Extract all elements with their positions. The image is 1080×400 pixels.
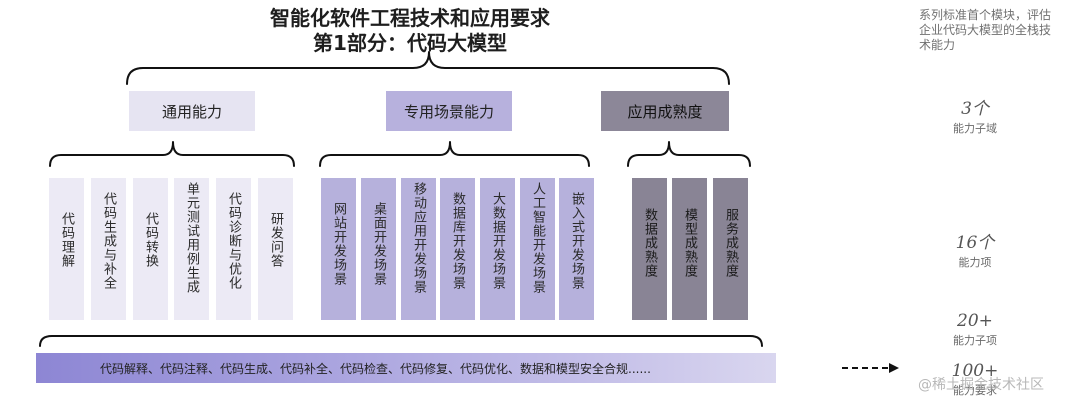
stat-subdomains: 3个 能力子域 [930,94,1020,136]
side-description: 系列标准首个模块，评估企业代码大模型的全栈技术能力 [919,8,1052,52]
stat-number: 20+ [957,311,993,331]
general-item: 研发问答 [258,178,293,320]
diagram-title-line2: 第1部分：代码大模型 [313,31,507,55]
maturity-brace [627,141,751,167]
arrow-head [889,363,899,373]
stat-number: 16个 [955,233,995,253]
bottom-brace [39,335,763,347]
special-item: 数据库开发场景 [440,178,475,320]
general-item: 单元测试用例生成 [174,178,209,320]
stat-label: 能力子项 [953,334,997,347]
special-item: 嵌入式开发场景 [559,178,594,320]
maturity-item: 数据成熟度 [632,178,667,320]
special-item: 移动应用开发场景 [401,178,436,320]
stat-items: 16个 能力项 [930,228,1020,270]
stat-number: 3个 [961,99,989,119]
category-special: 专用场景能力 [386,91,512,131]
capability-requirements-bar: 代码解释、代码注释、代码生成、代码补全、代码检查、代码修复、代码优化、数据和模型… [36,353,776,383]
general-item: 代码生成与补全 [91,178,126,320]
stat-label: 能力子域 [953,122,997,135]
stat-subitems: 20+ 能力子项 [930,311,1020,348]
general-item: 代码转换 [133,178,168,320]
general-item: 代码理解 [49,178,84,320]
capability-requirements-text: 代码解释、代码注释、代码生成、代码补全、代码检查、代码修复、代码优化、数据和模型… [100,361,651,376]
special-brace [319,141,590,167]
stat-requirements: 100+ 能力要求 [930,361,1020,398]
stat-label: 能力项 [958,256,992,269]
special-item: 大数据开发场景 [480,178,515,320]
special-item: 网站开发场景 [321,178,356,320]
diagram-title-line1: 智能化软件工程技术和应用要求 [270,6,550,30]
stat-label: 能力要求 [953,384,997,397]
special-item: 人工智能开发场景 [520,178,555,320]
category-general: 通用能力 [129,91,255,131]
maturity-item: 模型成熟度 [672,178,707,320]
watermark: @稀土掘金技术社区 [918,377,1044,393]
special-item: 桌面开发场景 [361,178,396,320]
category-maturity: 应用成熟度 [601,91,729,131]
general-brace [49,141,295,167]
top-brace [126,51,730,85]
general-item: 代码诊断与优化 [216,178,251,320]
stat-number: 100+ [951,361,999,381]
maturity-item: 服务成熟度 [713,178,748,320]
